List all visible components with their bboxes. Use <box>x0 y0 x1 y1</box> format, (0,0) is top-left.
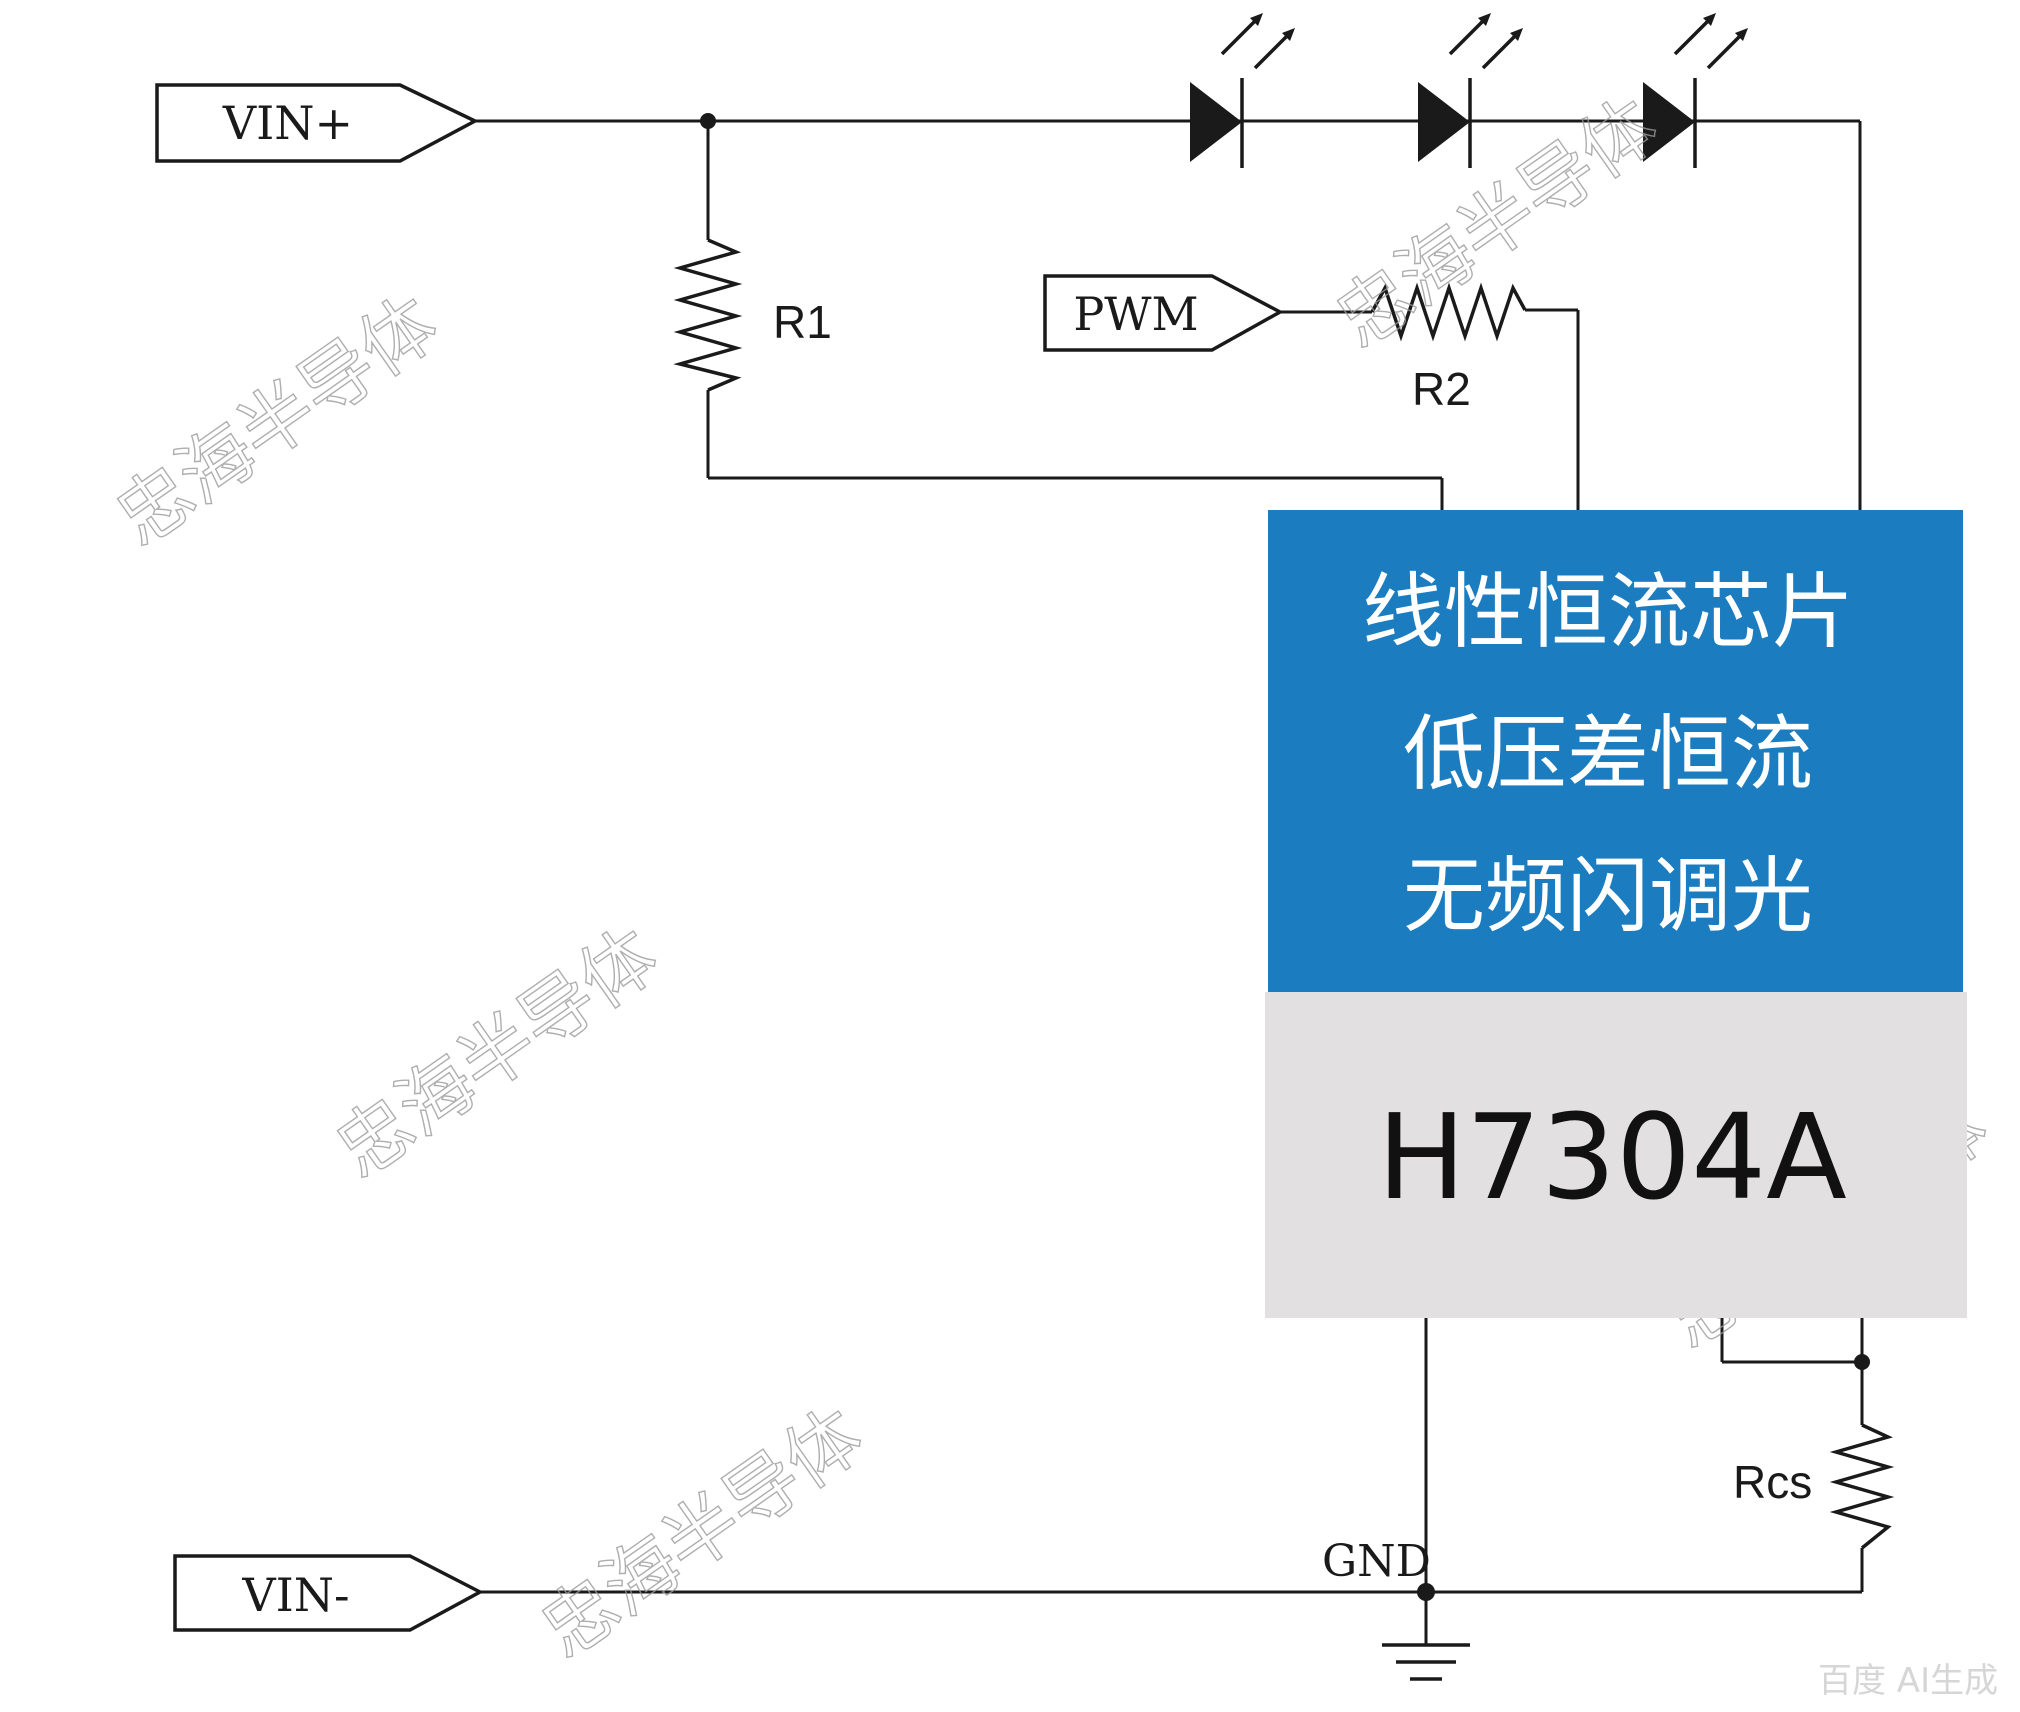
vin-plus-label: VIN+ <box>222 96 353 150</box>
led-2 <box>1418 13 1523 168</box>
watermark-2: 忠海半导体 <box>321 912 673 1195</box>
chip-feature-line-2: 低压差恒流 <box>1403 707 1813 802</box>
resistor-r2: R2 <box>1370 282 1527 415</box>
resistor-rcs: Rcs <box>1733 1423 1895 1550</box>
ground-symbol <box>1382 1643 1470 1681</box>
chip-part-number: H7304A <box>1377 1088 1847 1226</box>
wires <box>475 119 1864 1645</box>
junction-dot-gnd <box>1417 1583 1435 1601</box>
pwm-label: PWM <box>1073 287 1198 341</box>
led-3 <box>1643 13 1748 168</box>
r1-label: R1 <box>773 296 832 348</box>
led-2-light-arrows <box>1448 13 1523 70</box>
junction-dot-rcs <box>1854 1354 1870 1370</box>
corner-ai-mark: 百度 AI生成 <box>1818 1661 1998 1701</box>
vin-minus-label: VIN- <box>241 1568 349 1622</box>
chip-feature-line-1: 线性恒流芯片 <box>1362 565 1854 660</box>
junction-dot-top <box>700 113 716 129</box>
led-3-light-arrows <box>1673 13 1748 70</box>
led-1 <box>1190 13 1295 168</box>
resistor-r1: R1 <box>673 238 832 392</box>
chip-block: 线性恒流芯片 低压差恒流 无频闪调光 H7304A <box>1265 510 1967 1318</box>
gnd-label: GND <box>1322 1536 1431 1587</box>
port-vin-plus: VIN+ <box>155 83 479 163</box>
port-vin-minus: VIN- <box>173 1554 484 1632</box>
chip-feature-panel <box>1268 510 1963 992</box>
r2-label: R2 <box>1412 363 1471 415</box>
watermark-4: 忠海半导体 <box>1321 82 1673 365</box>
watermark-3: 忠海半导体 <box>526 1392 878 1675</box>
watermark-1: 忠海半导体 <box>101 280 453 563</box>
chip-feature-line-3: 无频闪调光 <box>1403 849 1813 944</box>
port-pwm: PWM <box>1043 274 1284 352</box>
chip-part-panel <box>1265 992 1967 1318</box>
led-1-light-arrows <box>1220 13 1295 70</box>
rcs-label: Rcs <box>1733 1456 1812 1508</box>
